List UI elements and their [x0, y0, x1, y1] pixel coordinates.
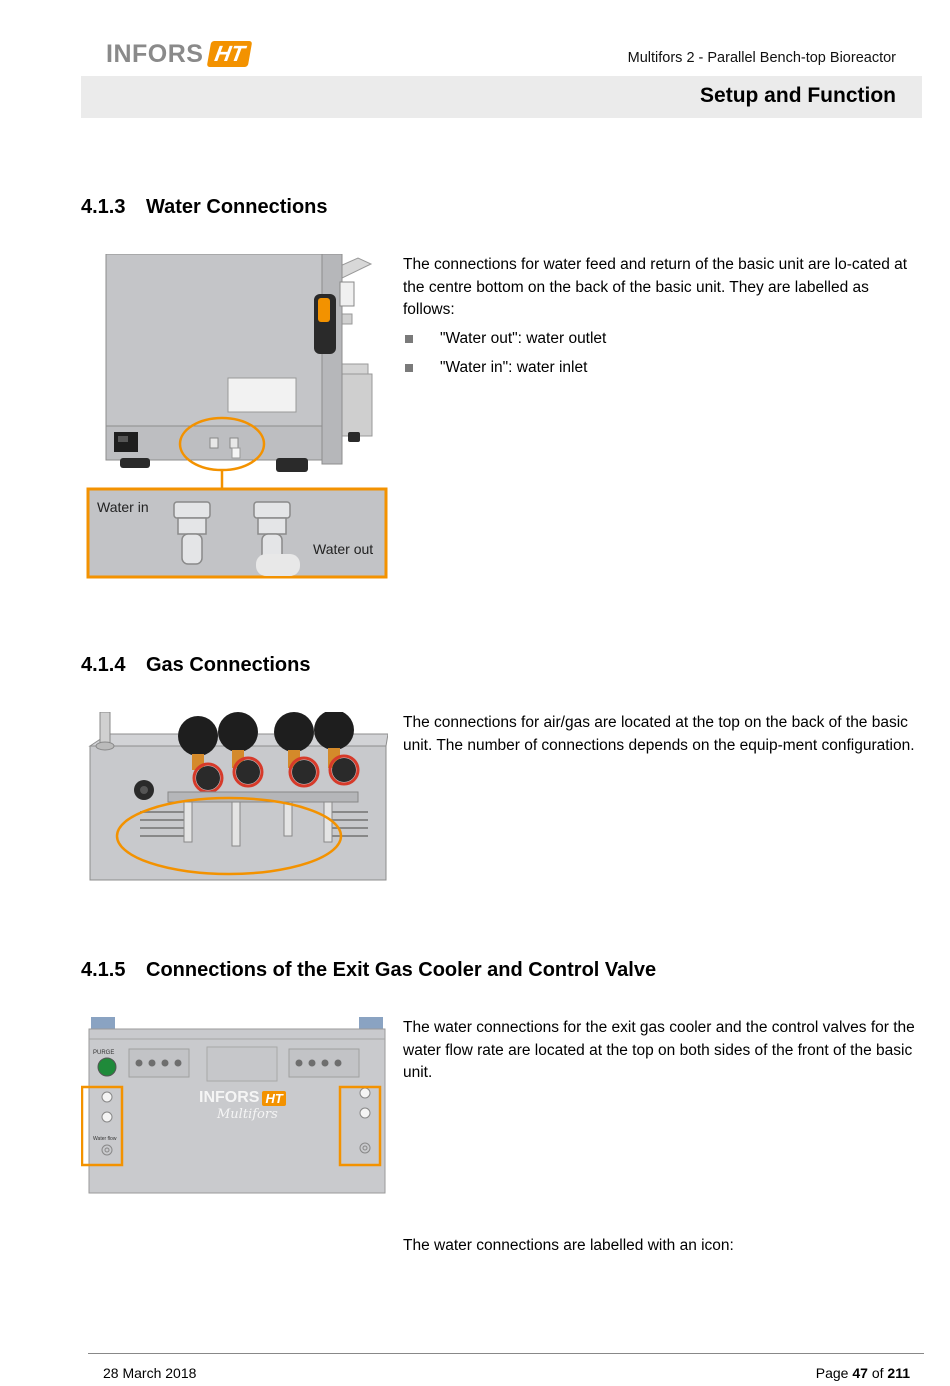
exit-gas-cooler-illustration [80, 1017, 386, 1194]
section-number: 4.1.4 [81, 654, 126, 676]
page-number: Page 47 of 211 [815, 1365, 910, 1381]
section-number: 4.1.5 [81, 959, 126, 981]
panel-logo-text: INFORS [199, 1089, 260, 1106]
water-connections-figure: Water in Water out [86, 253, 390, 580]
total-pages: 211 [887, 1365, 910, 1381]
footer-date: 28 March 2018 [103, 1365, 197, 1381]
icon-label-paragraph: The water connections are labelled with … [403, 1237, 734, 1254]
section-title: Water Connections [146, 196, 328, 218]
section-number: 4.1.3 [81, 196, 126, 218]
panel-logo-badge: HT [262, 1090, 286, 1106]
water-flow-label: Water flow [93, 1136, 117, 1142]
logo-text: INFORS [106, 39, 204, 68]
water-out-label: Water out [313, 541, 374, 557]
section-heading-exit-gas-cooler: 4.1.5 Connections of the Exit Gas Cooler … [81, 959, 656, 982]
logo-badge: HT [207, 41, 254, 67]
section-heading-water-connections: 4.1.3 Water Connections [81, 196, 328, 219]
section-title: Connections of the Exit Gas Cooler and C… [146, 959, 657, 981]
water-in-label: Water in [97, 499, 149, 515]
exit-gas-cooler-paragraph: The water connections for the exit gas c… [403, 1019, 915, 1081]
list-item: "Water out": water outlet [403, 328, 606, 357]
list-item: "Water in": water inlet [403, 357, 606, 386]
gas-connections-paragraph: The connections for air/gas are located … [403, 714, 915, 754]
water-connections-paragraph: The connections for water feed and retur… [403, 256, 908, 318]
chapter-title: Setup and Function [700, 84, 896, 107]
gas-connections-figure [88, 710, 389, 882]
panel-product-name: Multifors [217, 1107, 278, 1122]
water-connections-list: "Water out": water outlet "Water in": wa… [403, 328, 606, 386]
panel-logo: INFORS HT [199, 1089, 286, 1107]
section-heading-gas-connections: 4.1.4 Gas Connections [81, 654, 310, 677]
company-logo: INFORS HT [106, 39, 254, 68]
document-title: Multifors 2 - Parallel Bench-top Bioreac… [627, 50, 896, 66]
current-page: 47 [852, 1365, 868, 1381]
water-connections-illustration [86, 253, 388, 579]
purge-label: PURGE [93, 1050, 115, 1056]
bullet-square-icon [405, 364, 413, 372]
section-title: Gas Connections [146, 654, 311, 676]
footer-divider [88, 1353, 924, 1354]
bullet-square-icon [405, 335, 413, 343]
header-band: Setup and Function [81, 76, 922, 118]
exit-gas-cooler-figure: PURGE Water flow INFORS HT Multifors [80, 1017, 391, 1197]
gas-connections-illustration [88, 710, 389, 881]
